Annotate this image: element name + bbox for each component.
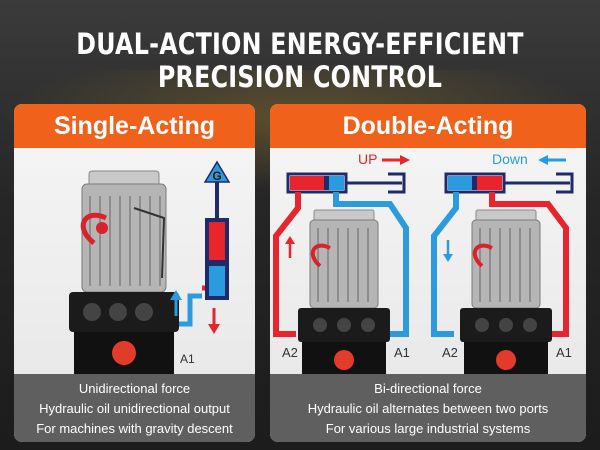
double-feature-3: For various large industrial systems [325, 421, 531, 436]
left-port-a1-label: A1 [394, 345, 410, 360]
right-blue-line [431, 192, 459, 337]
single-cylinder [205, 182, 229, 300]
double-acting-illustration: UP Down [270, 148, 586, 374]
up-arrow-icon [170, 290, 182, 316]
single-acting-panel: Single-Acting [14, 104, 255, 442]
single-feature-3: For machines with gravity descent [36, 421, 233, 436]
down-arrow-icon [208, 308, 220, 334]
single-acting-features: Unidirectional force Hydraulic oil unidi… [14, 374, 255, 442]
left-pump [298, 209, 390, 374]
left-port-a2-label: A2 [282, 345, 298, 360]
single-acting-diagram: G A1 [69, 160, 231, 374]
headline-line-1: DUAL-ACTION ENERGY-EFFICIENT [76, 27, 524, 61]
right-port-a2-label: A2 [442, 345, 458, 360]
left-arrow-icon [538, 155, 566, 165]
left-red-line [273, 192, 301, 337]
double-acting-diagram: UP Down [273, 151, 574, 374]
right-arrow-icon [382, 155, 410, 165]
right-pump [460, 209, 552, 374]
single-acting-title: Single-Acting [14, 104, 255, 148]
up-label: UP [358, 151, 377, 167]
headline: DUAL-ACTION ENERGY-EFFICIENT PRECISION C… [54, 28, 546, 94]
double-acting-features: Bi-directional force Hydraulic oil alter… [270, 374, 586, 442]
headline-line-2: PRECISION CONTROL [157, 60, 443, 94]
single-acting-illustration: G A1 [14, 148, 255, 374]
single-feature-2: Hydraulic oil unidirectional output [39, 401, 230, 416]
right-unit: A2 A1 [431, 172, 574, 374]
double-acting-title: Double-Acting [270, 104, 586, 148]
right-cylinder [444, 172, 574, 194]
right-down-arrow-icon [443, 240, 453, 262]
single-blue-line [179, 293, 202, 327]
port-g-label: G [212, 169, 221, 183]
single-port-a1-label: A1 [180, 352, 195, 366]
double-acting-panel: Double-Acting UP Down [270, 104, 586, 442]
double-feature-1: Bi-directional force [374, 381, 482, 396]
right-red-line [489, 192, 569, 337]
gravity-g-icon: G [203, 160, 231, 183]
left-unit: A2 A1 [273, 172, 410, 374]
right-port-a1-label: A1 [556, 345, 572, 360]
single-feature-1: Unidirectional force [78, 381, 191, 396]
down-label: Down [492, 151, 528, 167]
left-blue-line [333, 192, 409, 337]
pump-unit [69, 170, 179, 374]
left-up-arrow-icon [285, 236, 295, 258]
double-feature-2: Hydraulic oil alternates between two por… [307, 401, 549, 416]
left-cylinder [286, 172, 406, 194]
